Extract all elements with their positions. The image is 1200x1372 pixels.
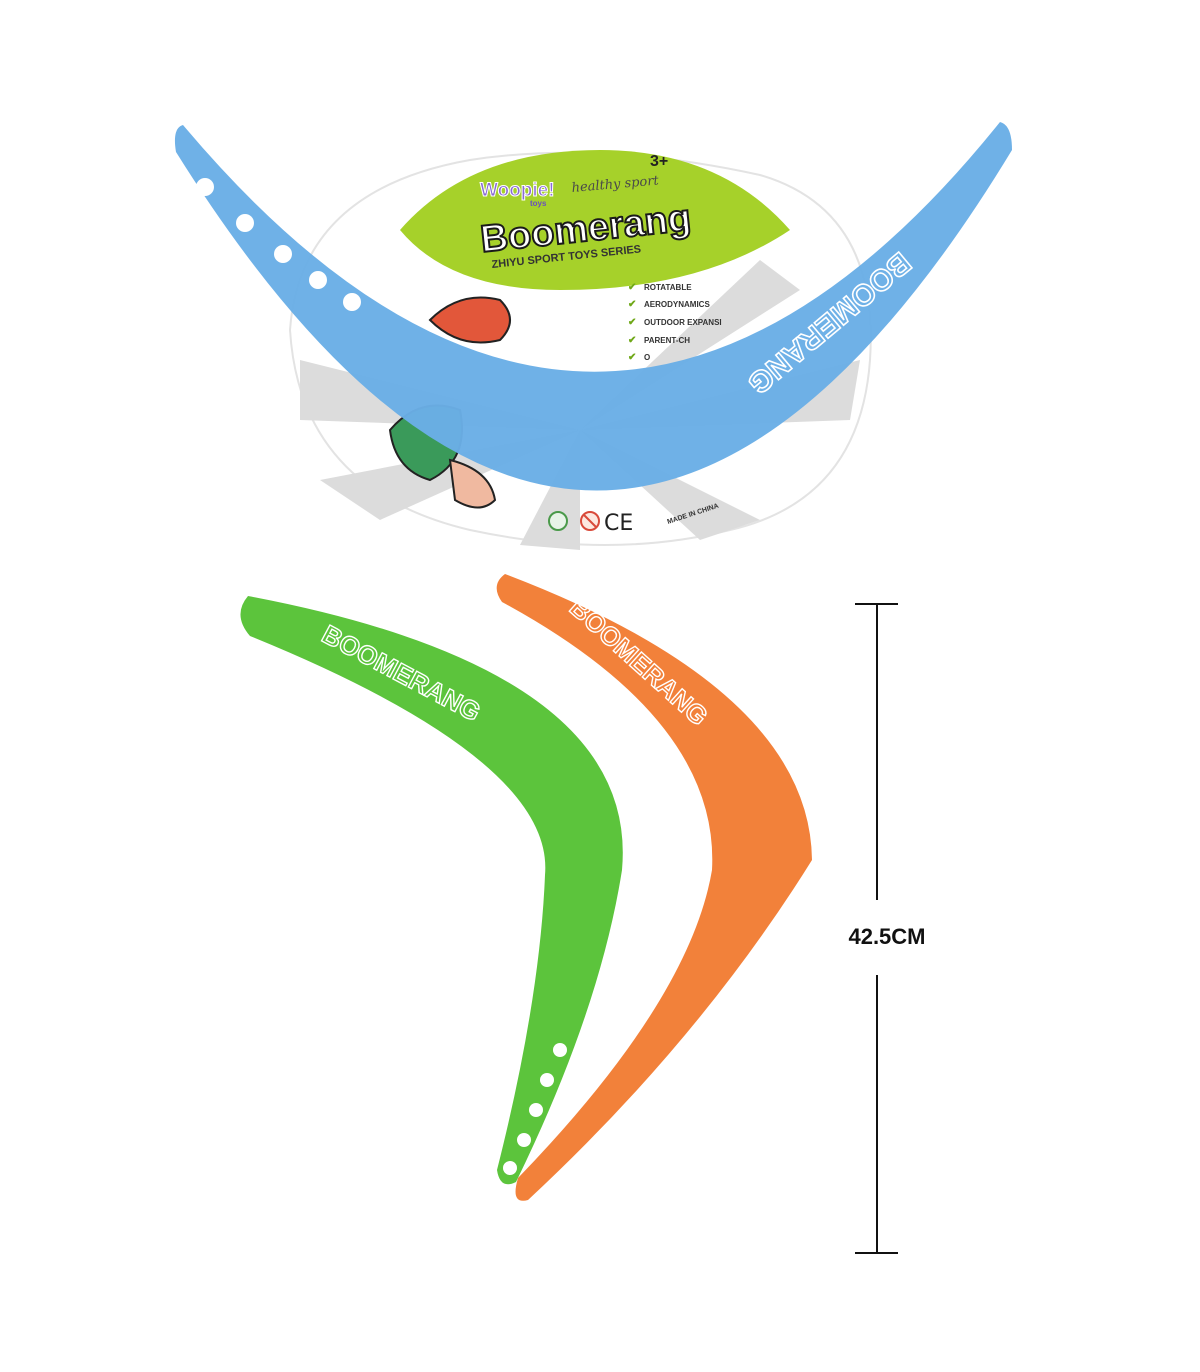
packaging-card: Woopie! toys healthy sport 3+ Boomerang …	[288, 150, 872, 550]
svg-text:ROTATABLE: ROTATABLE	[644, 283, 692, 292]
svg-text:✔: ✔	[628, 282, 636, 293]
svg-text:✔: ✔	[628, 352, 636, 363]
svg-text:✔: ✔	[628, 299, 636, 310]
green-boomerang: BOOMERANG	[240, 596, 623, 1185]
orange-boomerang-print: BOOMERANG	[564, 592, 714, 731]
feature-item: ✔ ROTATABLE	[628, 282, 692, 293]
feature-item: ✔ AERODYNAMICS	[628, 299, 710, 310]
feature-item: ✔O	[628, 352, 650, 363]
brand-sub: toys	[530, 199, 547, 208]
feature-item: ✔ PARENT-CH	[628, 335, 690, 346]
svg-text:✔: ✔	[628, 335, 636, 346]
recycle-icon	[548, 511, 568, 531]
green-boomerang-holes	[503, 1043, 567, 1175]
blue-boomerang-holes	[196, 178, 361, 311]
svg-text:AERODYNAMICS: AERODYNAMICS	[644, 300, 710, 309]
certification-icons: CE MADE IN CHINA	[548, 503, 720, 536]
cartoon-kid-illustration	[388, 296, 511, 509]
dimension-marker: 42.5CM	[848, 603, 926, 1254]
brand-logo: Woopie!	[480, 180, 555, 201]
orange-boomerang-holes	[569, 1068, 669, 1190]
svg-text:PARENT-CH: PARENT-CH	[644, 336, 690, 345]
feature-item: ✔ OUTDOOR EXPANSI	[628, 317, 722, 328]
age-label: 3+	[650, 153, 668, 170]
dimension-label: 42.5CM	[848, 924, 925, 949]
ce-mark: CE	[604, 511, 633, 536]
feature-list: ✔ ROTATABLE ✔ AERODYNAMICS ✔ OUTDOOR EXPANS…	[628, 282, 722, 363]
card-green-banner	[400, 150, 790, 290]
svg-text:OUTDOOR EXPANSI: OUTDOOR EXPANSI	[644, 318, 722, 327]
svg-text:O: O	[644, 353, 650, 362]
svg-text:✔: ✔	[628, 317, 636, 328]
